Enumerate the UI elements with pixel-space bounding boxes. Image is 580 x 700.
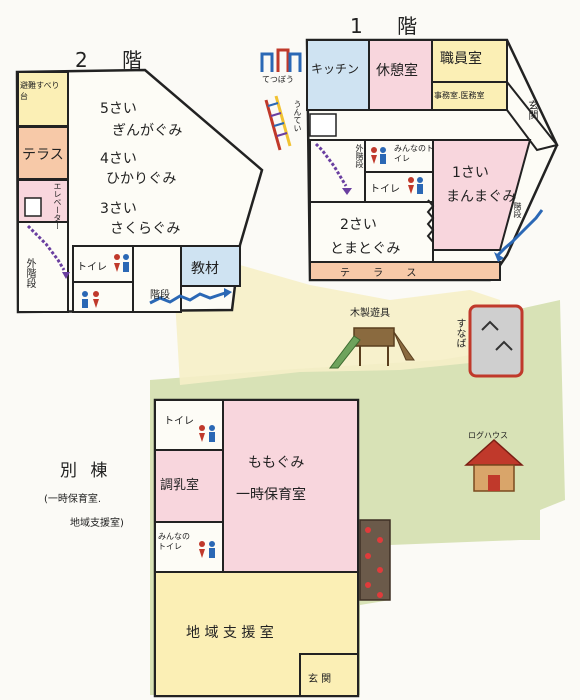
terrace1-label: テ ラ ス bbox=[340, 268, 427, 279]
purple-arrow2 bbox=[62, 272, 70, 279]
materials-room bbox=[180, 245, 241, 287]
class1-age-label: 1さい bbox=[452, 165, 489, 181]
support-room-label: 地 域 支 援 室 bbox=[186, 625, 274, 641]
everyone-toilet1-label: みんなのトイレ bbox=[394, 144, 434, 163]
break-room bbox=[368, 39, 433, 111]
class1-name-label: まんまぐみ bbox=[446, 189, 517, 205]
class2-name-label: とまとぐみ bbox=[330, 241, 401, 257]
log-house-icon bbox=[464, 438, 524, 492]
class4-age-label: 4さい bbox=[100, 151, 137, 167]
staff-room-label: 職員室 bbox=[440, 51, 482, 67]
class5-name-label: ぎんがぐみ bbox=[112, 123, 183, 139]
evacuation-slide-label: 避難すべり台 bbox=[20, 81, 60, 101]
office-label: 事務室.医務室 bbox=[434, 91, 485, 100]
annex-entrance-label: 玄 関 bbox=[308, 674, 332, 685]
annex-subtitle-2: 地域支援室) bbox=[70, 518, 124, 529]
materials-label: 教材 bbox=[191, 261, 219, 277]
hall2 bbox=[132, 245, 182, 313]
toilet-icon-f bbox=[114, 254, 120, 260]
blue-arrow2 bbox=[224, 288, 232, 298]
annex-everyone-toilet-label: みんなのトイレ bbox=[158, 532, 190, 551]
class2-age-label: 2さい bbox=[340, 217, 377, 233]
class3-name-label: さくらぐみ bbox=[110, 221, 181, 237]
flowerbed bbox=[359, 519, 391, 601]
terrace1 bbox=[309, 261, 501, 281]
untei-icon bbox=[264, 95, 292, 151]
annex-subtitle-1: (一時保育室. bbox=[44, 494, 102, 505]
nursing-room bbox=[154, 449, 224, 523]
blue-stairs2 bbox=[149, 291, 226, 305]
toilet1-label: トイレ bbox=[370, 184, 400, 195]
class3-age-label: 3さい bbox=[100, 201, 137, 217]
untei-label: うんてい bbox=[293, 100, 302, 132]
sandbox-icon bbox=[468, 304, 524, 378]
momo-room-label: 一時保育室 bbox=[236, 487, 306, 503]
staff-room bbox=[431, 39, 508, 83]
entrance1-area bbox=[506, 79, 559, 152]
stairs1-label: 階段 bbox=[513, 202, 522, 218]
class4-name-label: ひかりぐみ bbox=[106, 171, 177, 187]
terrace2-label: テラス bbox=[22, 147, 64, 163]
elevator-icon bbox=[24, 197, 42, 217]
playground-label: 木製遊具 bbox=[350, 308, 390, 319]
elevator1 bbox=[309, 113, 337, 137]
toilet-icon-m bbox=[123, 254, 129, 260]
stairs2-label: 階段 bbox=[150, 290, 170, 301]
kitchen-room bbox=[306, 39, 370, 111]
annex-toilet-label: トイレ bbox=[164, 416, 194, 427]
yard-path bbox=[175, 265, 500, 385]
tetsubou-icon bbox=[260, 48, 302, 72]
entrance1-label: 玄関 bbox=[526, 100, 537, 120]
outer-stairs2-label: 外階段 bbox=[24, 258, 35, 288]
floor1-title: 1 階 bbox=[350, 14, 432, 38]
annex-entrance-room bbox=[299, 653, 359, 697]
sandbox-label: すなば bbox=[454, 318, 465, 348]
evacuation-slide-room bbox=[17, 71, 69, 127]
tetsubou-label: てつぼう bbox=[262, 75, 294, 84]
annex-everyone-toilet-room bbox=[154, 521, 224, 573]
break-room-label: 休憩室 bbox=[376, 63, 418, 79]
floor2-title: 2 階 bbox=[75, 48, 157, 72]
class2-room bbox=[309, 201, 434, 263]
log-house-label: ログハウス bbox=[468, 431, 508, 440]
elevator-label: エレベーター bbox=[53, 182, 62, 230]
purple-stairs2 bbox=[26, 224, 66, 271]
annex-title: 別 棟 bbox=[60, 461, 112, 481]
wooden-playground-icon bbox=[329, 327, 415, 369]
flower-icons bbox=[365, 527, 383, 598]
outer-stairs1-label: 外階段 bbox=[355, 144, 364, 168]
class5-age-label: 5さい bbox=[100, 101, 137, 117]
kitchen-label: キッチン bbox=[311, 62, 360, 76]
toilet2-label: トイレ bbox=[77, 262, 107, 273]
momo-name-label: ももぐみ bbox=[248, 455, 305, 471]
outer-stairs2-room bbox=[17, 221, 69, 313]
nursing-room-label: 調乳室 bbox=[160, 478, 200, 493]
office-room bbox=[431, 81, 508, 111]
